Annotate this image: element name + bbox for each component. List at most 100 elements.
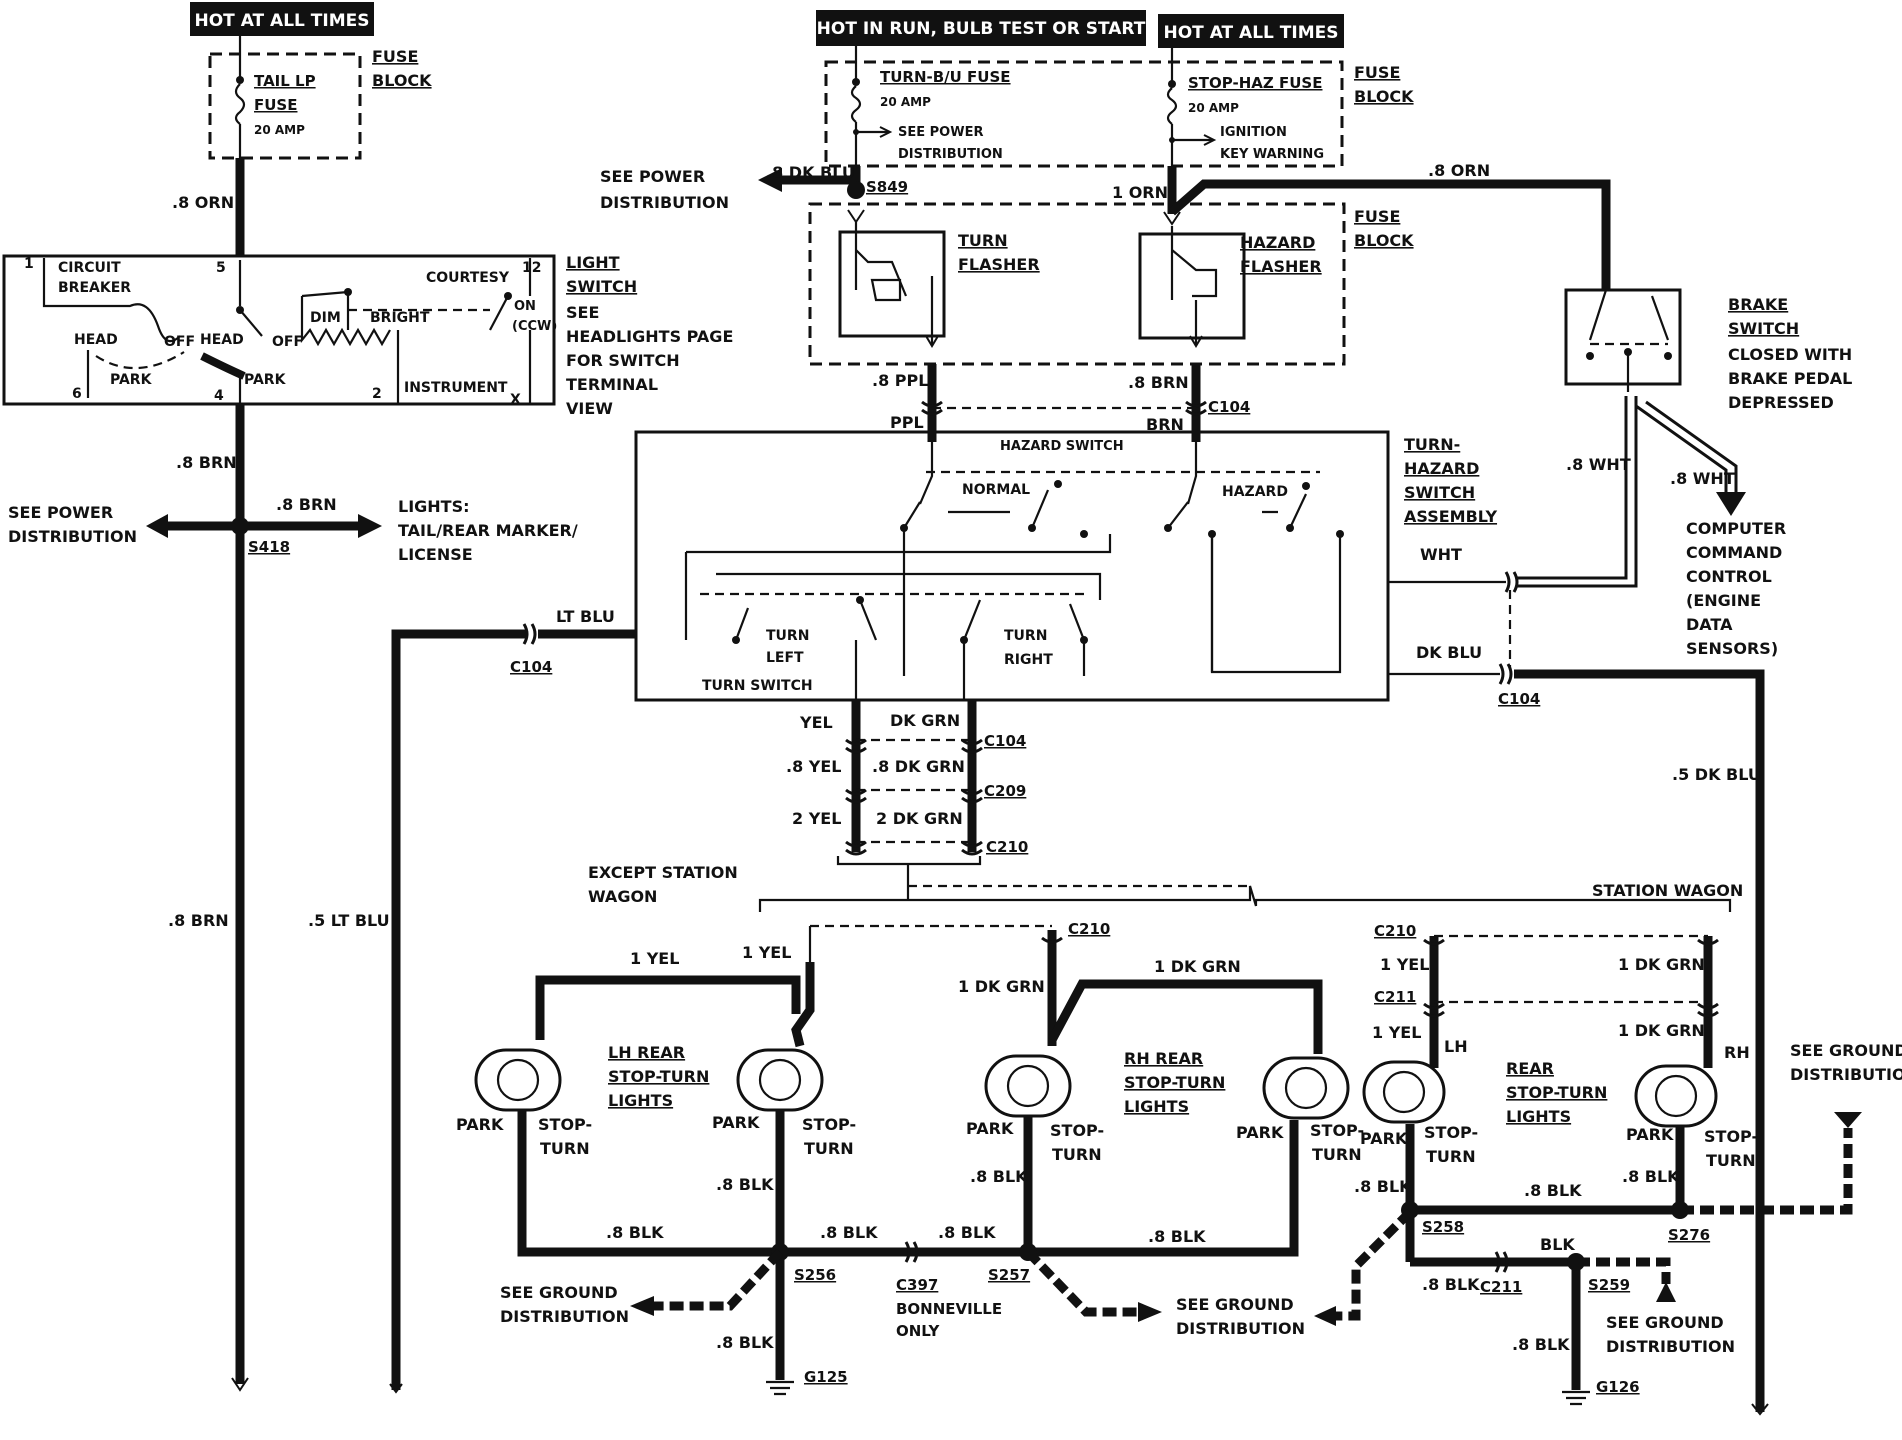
stop-label-sw-lh-b: TURN bbox=[1426, 1147, 1476, 1166]
light-switch-note-4: TERMINAL bbox=[566, 375, 658, 394]
connector-c211-ground: C211 bbox=[1480, 1278, 1522, 1296]
rh-rear-label-2: STOP-TURN bbox=[1124, 1073, 1225, 1092]
turn-flasher-label-2: FLASHER bbox=[958, 255, 1040, 274]
lights-label-3: LICENSE bbox=[398, 545, 473, 564]
header-text: HOT IN RUN, BULB TEST OR START bbox=[817, 19, 1146, 39]
wire-label-orn-1: 1 ORN bbox=[1112, 183, 1168, 202]
ignition-label-1: IGNITION bbox=[1220, 125, 1287, 140]
see-ground-left-2: DISTRIBUTION bbox=[500, 1307, 629, 1326]
fuse-see-power-2: DISTRIBUTION bbox=[898, 147, 1003, 162]
fuse-name-line2: FUSE bbox=[254, 96, 297, 114]
except-sw-label-1: EXCEPT STATION bbox=[588, 863, 738, 882]
wire-label-brn-1: .8 BRN bbox=[176, 453, 237, 472]
wire-label-sw-blk-5: .8 BLK bbox=[1512, 1335, 1570, 1354]
wire-label-yel-1a: 1 YEL bbox=[630, 949, 679, 968]
wire-label-dk-grn-8: .8 DK GRN bbox=[872, 757, 965, 776]
splice-label-s258: S258 bbox=[1422, 1218, 1464, 1236]
turn-left-label-2: LEFT bbox=[766, 650, 804, 666]
wire-label-wht-8b: .8 WHT bbox=[1670, 469, 1735, 488]
wire-label-yel-8: .8 YEL bbox=[786, 757, 842, 776]
wire-label-blk-4: .8 BLK bbox=[938, 1223, 996, 1242]
hazard-switch-label: HAZARD SWITCH bbox=[1000, 439, 1124, 454]
wire-label-dk-blu-5: .5 DK BLU bbox=[1672, 765, 1761, 784]
ccw-label: (CCW) bbox=[512, 319, 557, 334]
header-text: HOT AT ALL TIMES bbox=[195, 11, 370, 31]
lights-label-1: LIGHTS: bbox=[398, 497, 470, 516]
splice-label-s257: S257 bbox=[988, 1266, 1030, 1284]
turn-fuse-label: TURN-B/U FUSE bbox=[880, 68, 1011, 86]
splice-label-s256: S256 bbox=[794, 1266, 836, 1284]
connector-c210-sw: C210 bbox=[1374, 922, 1416, 940]
see-ground-sw-1: SEE GROUND bbox=[1606, 1313, 1724, 1332]
connector-c211-sw: C211 bbox=[1374, 988, 1416, 1006]
terminal-5: 5 bbox=[216, 260, 226, 276]
assembly-title-3: SWITCH bbox=[1404, 483, 1475, 502]
see-power-top-1: SEE POWER bbox=[600, 167, 705, 186]
fuse-block-top: TURN-B/U FUSE 20 AMP SEE POWER DISTRIBUT… bbox=[824, 46, 1414, 180]
see-ground-right-1: SEE GROUND bbox=[1790, 1041, 1902, 1060]
light-switch-title-2: SWITCH bbox=[566, 277, 637, 296]
off-label-2: OFF bbox=[272, 334, 303, 350]
assembly-title-1: TURN- bbox=[1404, 435, 1460, 454]
ccc-label-6: SENSORS) bbox=[1686, 639, 1778, 658]
bright-label: BRIGHT bbox=[370, 310, 430, 326]
wire-label-lt-blu: LT BLU bbox=[556, 607, 615, 626]
wire-label-blk-7: .8 BLK bbox=[716, 1333, 774, 1352]
wire-label-sw-blk-4: .8 BLK bbox=[1422, 1275, 1480, 1294]
splice-label-s276: S276 bbox=[1668, 1226, 1710, 1244]
wire-label-sw-dk-grn-1: 1 DK GRN bbox=[1618, 955, 1705, 974]
brake-switch-label-1: BRAKE bbox=[1728, 295, 1788, 314]
lights-label-2: TAIL/REAR MARKER/ bbox=[398, 521, 578, 540]
bonneville-label-2: ONLY bbox=[896, 1322, 941, 1340]
see-power-left-1: SEE POWER bbox=[8, 503, 113, 522]
center-bundle: YEL DK GRN C104 .8 YEL .8 DK GRN C209 2 … bbox=[786, 700, 1028, 880]
except-sw-label-2: WAGON bbox=[588, 887, 657, 906]
see-ground-mid-1: SEE GROUND bbox=[1176, 1295, 1294, 1314]
park-label-lamp-3: PARK bbox=[966, 1119, 1014, 1138]
except-sw-lamps: 1 YEL 1 YEL C210 1 DK GRN 1 DK GRN LH RE… bbox=[456, 920, 1364, 1396]
flasher-block: TURN FLASHER HAZARD FLASHER FUSE BLOCK bbox=[808, 202, 1414, 366]
splice-label-s259: S259 bbox=[1588, 1276, 1630, 1294]
brake-switch-label-5: DEPRESSED bbox=[1728, 393, 1834, 412]
ccc-label-1: COMPUTER bbox=[1686, 519, 1786, 538]
head-label-2: HEAD bbox=[200, 332, 244, 348]
terminal-1: 1 bbox=[24, 256, 34, 272]
brake-switch-label-2: SWITCH bbox=[1728, 319, 1799, 338]
lamp-lh-inner bbox=[736, 1048, 824, 1112]
turn-right-label-2: RIGHT bbox=[1004, 652, 1053, 668]
stop-label-lamp-3a: STOP- bbox=[1050, 1121, 1104, 1140]
light-switch-note-1: SEE bbox=[566, 303, 599, 322]
hazard-label: HAZARD bbox=[1222, 484, 1288, 500]
stop-label-lamp-2a: STOP- bbox=[802, 1115, 856, 1134]
rh-rear-label-3: LIGHTS bbox=[1124, 1097, 1189, 1116]
wire-lt-blu bbox=[391, 629, 526, 1390]
lamp-sw-lh bbox=[1362, 1060, 1446, 1124]
branch-brace bbox=[758, 880, 1732, 912]
lamp-rh-inner bbox=[984, 1054, 1072, 1118]
see-ground-left-1: SEE GROUND bbox=[500, 1283, 618, 1302]
connector-c209: C209 bbox=[984, 782, 1026, 800]
sw-rh-label: RH bbox=[1724, 1043, 1750, 1062]
stop-fuse-label: STOP-HAZ FUSE bbox=[1188, 74, 1322, 92]
stop-label-sw-lh-a: STOP- bbox=[1424, 1123, 1478, 1142]
wire-label-dk-blu: DK BLU bbox=[1416, 643, 1482, 662]
wire-label-yel-1b: 1 YEL bbox=[742, 943, 791, 962]
stop-label-lamp-3b: TURN bbox=[1052, 1145, 1102, 1164]
wire-label-dk-grn-1b: 1 DK GRN bbox=[1154, 957, 1241, 976]
terminal-6: 6 bbox=[72, 386, 82, 402]
stop-label-lamp-1b: TURN bbox=[540, 1139, 590, 1158]
brake-switch-label-3: CLOSED WITH bbox=[1728, 345, 1852, 364]
stop-label-lamp-4a: STOP- bbox=[1310, 1121, 1364, 1140]
connector-c397: C397 bbox=[896, 1276, 938, 1294]
fuse-block-label-2: BLOCK bbox=[372, 71, 432, 90]
see-power-left-2: DISTRIBUTION bbox=[8, 527, 137, 546]
wire-orn-brake bbox=[1169, 179, 1611, 290]
splice-label-s849: S849 bbox=[866, 178, 908, 196]
wire-label-blk-1: .8 BLK bbox=[606, 1223, 664, 1242]
park-label-lamp-2: PARK bbox=[712, 1113, 760, 1132]
turn-fuse-rating: 20 AMP bbox=[880, 95, 931, 109]
top-fuse-block-label-2: BLOCK bbox=[1354, 87, 1414, 106]
header-hot-all-right: HOT AT ALL TIMES bbox=[1158, 14, 1344, 48]
terminal-x: X bbox=[510, 392, 521, 408]
